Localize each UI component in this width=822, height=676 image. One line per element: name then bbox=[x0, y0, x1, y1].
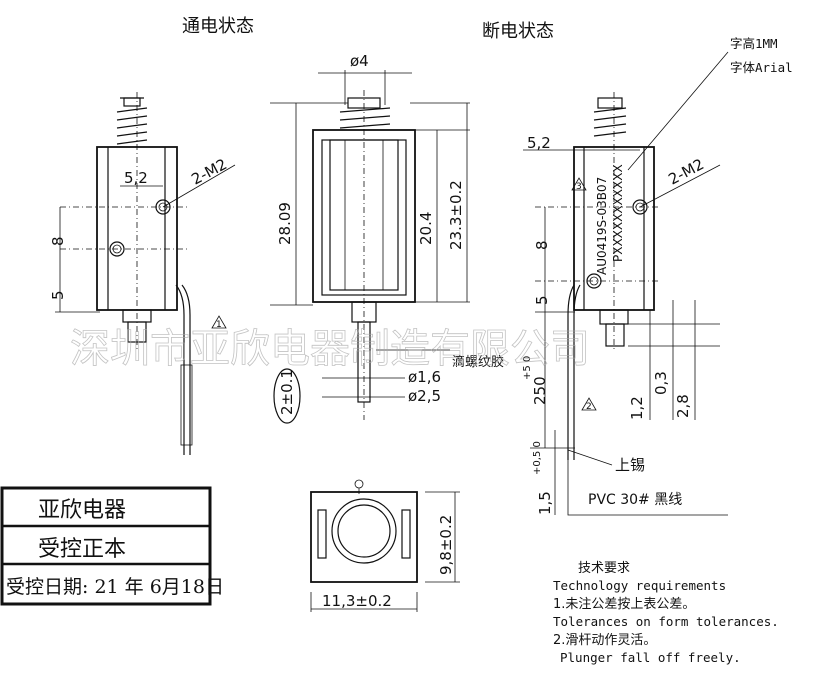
control-stamp: 亚欣电器 受控正本 受控日期: 21 年 6月18日 bbox=[0, 486, 224, 606]
glue-note: 滴螺纹胶 bbox=[452, 354, 504, 370]
note-2-cn: 2.滑杆动作灵活。 bbox=[553, 633, 656, 648]
note-1-cn: 1.未注公差按上表公差。 bbox=[553, 597, 695, 612]
top-view: 11,3±0.2 9,8±0.2 bbox=[310, 479, 460, 612]
stamp-date: 受控日期: 21 年 6月18日 bbox=[6, 576, 224, 598]
marking-font-height: 字高1MM bbox=[730, 36, 778, 51]
rev-marker-2: 2 bbox=[586, 402, 592, 412]
dim-shaft-d2: ø2,5 bbox=[408, 387, 441, 405]
dim-2-8: 2,8 bbox=[674, 394, 692, 418]
technical-notes: 技术要求 Technology requirements 1.未注公差按上表公差… bbox=[553, 561, 779, 665]
plunger-diameter: ø4 bbox=[350, 52, 369, 70]
dim-shaft-d1: ø1,6 bbox=[408, 368, 441, 386]
marking-font-face: 字体Arial bbox=[730, 60, 793, 75]
lead-tolerance: +5 0 bbox=[522, 356, 533, 380]
right-dim-spacing: 5,2 bbox=[527, 134, 551, 152]
tin-length: 1,5 bbox=[536, 491, 554, 515]
note-1-en: Tolerances on form tolerances. bbox=[553, 614, 779, 629]
center-section-view: ø4 28.09 20.4 23.3±0.2 ø1,6 ø2,5 滴螺纹胶 bbox=[270, 52, 504, 424]
wire-spec: PVC 30# 黑线 bbox=[588, 492, 682, 508]
lead-length: 250 bbox=[531, 376, 549, 405]
top-width: 11,3±0.2 bbox=[322, 592, 392, 610]
rev-marker-1: 1 bbox=[216, 320, 222, 330]
left-dim-5: 5 bbox=[49, 290, 67, 300]
dim-1-2: 1,2 bbox=[628, 396, 646, 420]
rev-marker-3: 3 bbox=[576, 182, 582, 192]
marking-line1: AU0419S-03B07 bbox=[595, 177, 609, 275]
dim-frame-height: 23.3±0.2 bbox=[447, 180, 465, 250]
left-dim-8: 8 bbox=[49, 236, 67, 246]
right-dim-8: 8 bbox=[533, 240, 551, 250]
energized-title: 通电状态 bbox=[182, 16, 254, 37]
top-height: 9,8±0.2 bbox=[437, 515, 455, 575]
deenergized-title: 断电状态 bbox=[482, 21, 554, 42]
right-dim-5: 5 bbox=[533, 295, 551, 305]
notes-heading-en: Technology requirements bbox=[553, 578, 726, 593]
dim-stroke: 2±0.1 bbox=[278, 369, 296, 415]
stamp-company: 亚欣电器 bbox=[38, 498, 126, 523]
dim-body-height: 20.4 bbox=[417, 212, 435, 245]
left-side-view: 8 5 5,2 2-M2 1 bbox=[49, 92, 236, 455]
right-thread-label: 2-M2 bbox=[665, 155, 707, 188]
tin-tolerance: +0,5 0 bbox=[532, 441, 543, 475]
stamp-label: 受控正本 bbox=[38, 537, 126, 562]
dim-0-3: 0,3 bbox=[652, 371, 670, 395]
marking-line2: PXXXXXXXXXXX bbox=[611, 164, 625, 262]
note-2-en: Plunger fall off freely. bbox=[560, 650, 741, 665]
tin-label: 上锡 bbox=[615, 456, 645, 474]
right-side-view: 字高1MM 字体Arial AU0419S-03B07 PXXXXXXXXXXX… bbox=[522, 36, 793, 516]
left-dim-spacing: 5,2 bbox=[124, 169, 148, 187]
left-thread-label: 2-M2 bbox=[188, 155, 230, 188]
notes-heading: 技术要求 bbox=[578, 561, 630, 576]
watermark-text: 深圳市亚欣电器制造有限公司 bbox=[70, 326, 590, 372]
dim-total-height: 28.09 bbox=[276, 202, 294, 245]
